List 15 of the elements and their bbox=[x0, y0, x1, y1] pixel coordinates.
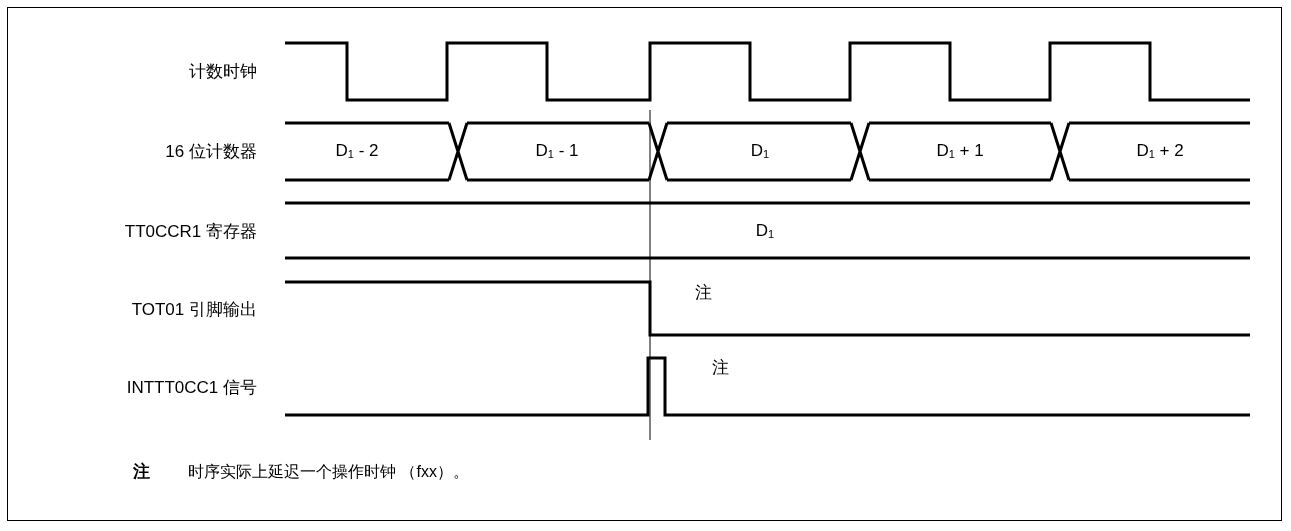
signal-name: TOT01 引脚输出 bbox=[131, 300, 257, 320]
note-mark: 注 bbox=[133, 462, 150, 482]
bus-value: D$_{1}$ + 1 bbox=[936, 140, 984, 162]
footnote-text: 时序实际上延迟一个操作时钟 （fxx）。 bbox=[188, 462, 469, 482]
signal-name: 16 位计数器 bbox=[165, 142, 257, 162]
signal-name: INTTT0CC1 信号 bbox=[126, 378, 257, 398]
signal-name: 计数时钟 bbox=[189, 62, 257, 82]
note-mark: 注 bbox=[712, 358, 729, 378]
register-value: D$_{1}$ bbox=[755, 220, 775, 242]
bus-value: D$_{1}$ + 2 bbox=[1136, 140, 1184, 162]
signal-name: TT0CCR1 寄存器 bbox=[124, 222, 257, 242]
bus-value: D$_{1}$ - 1 bbox=[535, 140, 579, 162]
bus-value: D$_{1}$ bbox=[750, 140, 770, 162]
bus-value: D$_{1}$ - 2 bbox=[335, 140, 379, 162]
note-mark: 注 bbox=[695, 283, 712, 303]
